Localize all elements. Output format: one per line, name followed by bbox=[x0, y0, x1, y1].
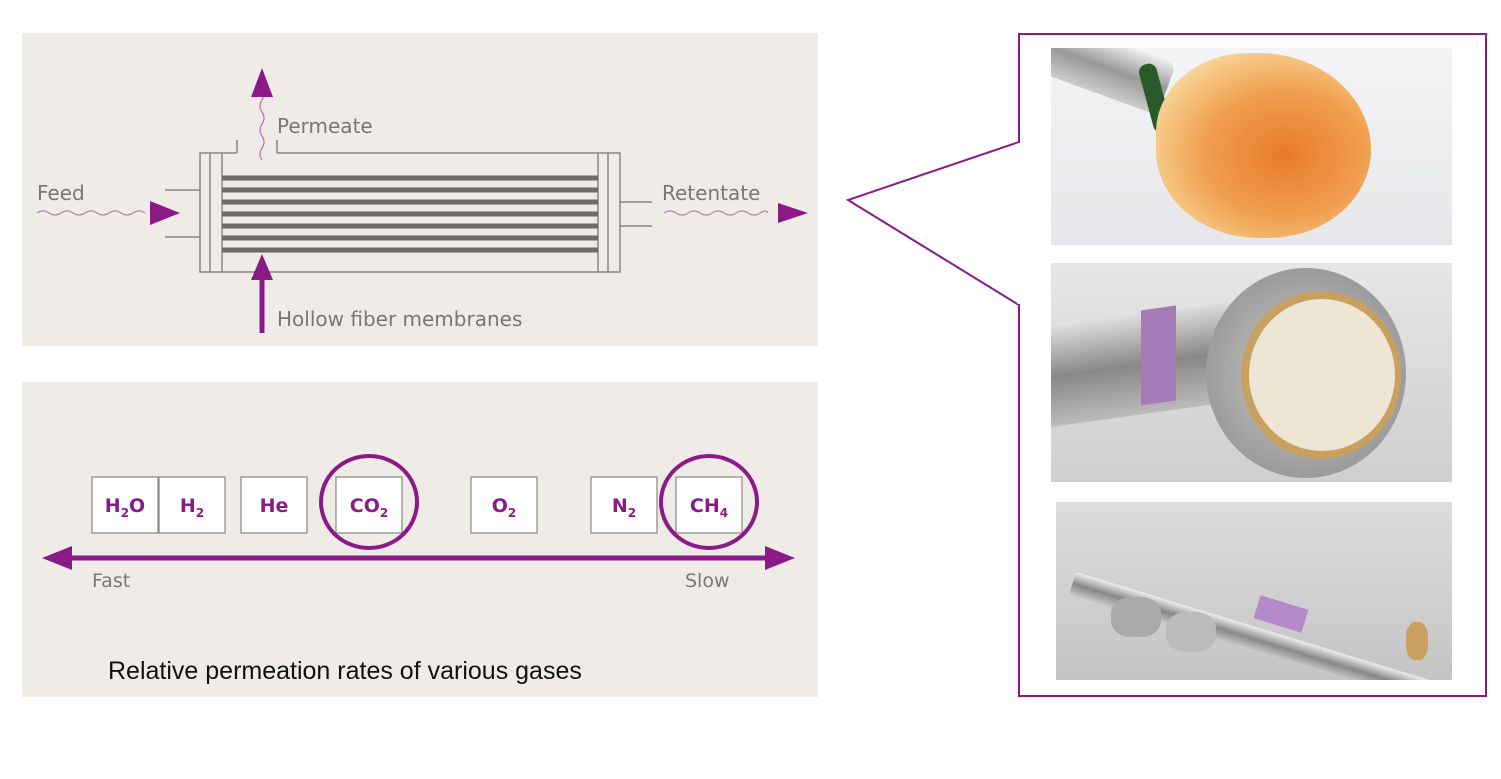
gas-box: O2 bbox=[470, 476, 538, 534]
small-module-photo bbox=[1056, 502, 1452, 680]
fiber-bundle-photo bbox=[1051, 48, 1452, 245]
membranes-label: Hollow fiber membranes bbox=[277, 307, 522, 331]
membrane-module-diagram: Feed Permeate Retentate Hollow fiber mem… bbox=[22, 33, 818, 346]
hollow-fibers bbox=[222, 175, 598, 253]
retentate-label: Retentate bbox=[662, 181, 760, 205]
retentate-arrow bbox=[663, 203, 808, 223]
feed-arrow bbox=[36, 201, 180, 225]
membrane-module-photo bbox=[1051, 263, 1452, 482]
gas-box: H2 bbox=[158, 476, 226, 534]
slow-label: Slow bbox=[685, 570, 730, 592]
highlight-circle bbox=[319, 454, 419, 550]
gas-formula: O2 bbox=[492, 495, 517, 520]
permeate-label: Permeate bbox=[277, 114, 373, 138]
gas-formula: N2 bbox=[612, 495, 636, 520]
feed-label: Feed bbox=[37, 181, 85, 205]
gas-formula: H2O bbox=[105, 495, 145, 520]
gas-box: CO2 bbox=[319, 454, 419, 550]
fast-slow-axis-arrow bbox=[42, 546, 795, 570]
permeation-rates-panel: H2O H2 He CO2 O2 N2 CH4 Fast Slow bbox=[22, 382, 818, 697]
permeate-arrow bbox=[251, 68, 273, 161]
gas-box: CH4 bbox=[659, 454, 759, 550]
gas-box: He bbox=[240, 476, 308, 534]
gas-formula: He bbox=[260, 495, 289, 517]
gas-box: N2 bbox=[590, 476, 658, 534]
gas-formula: CO2 bbox=[350, 495, 388, 520]
membranes-arrow bbox=[251, 254, 273, 333]
fast-label: Fast bbox=[92, 570, 130, 592]
gas-formula: CH4 bbox=[690, 495, 728, 520]
gas-box: H2O bbox=[91, 476, 159, 534]
highlight-circle bbox=[659, 454, 759, 550]
gas-formula: H2 bbox=[180, 495, 204, 520]
permeation-caption: Relative permeation rates of various gas… bbox=[108, 657, 582, 685]
